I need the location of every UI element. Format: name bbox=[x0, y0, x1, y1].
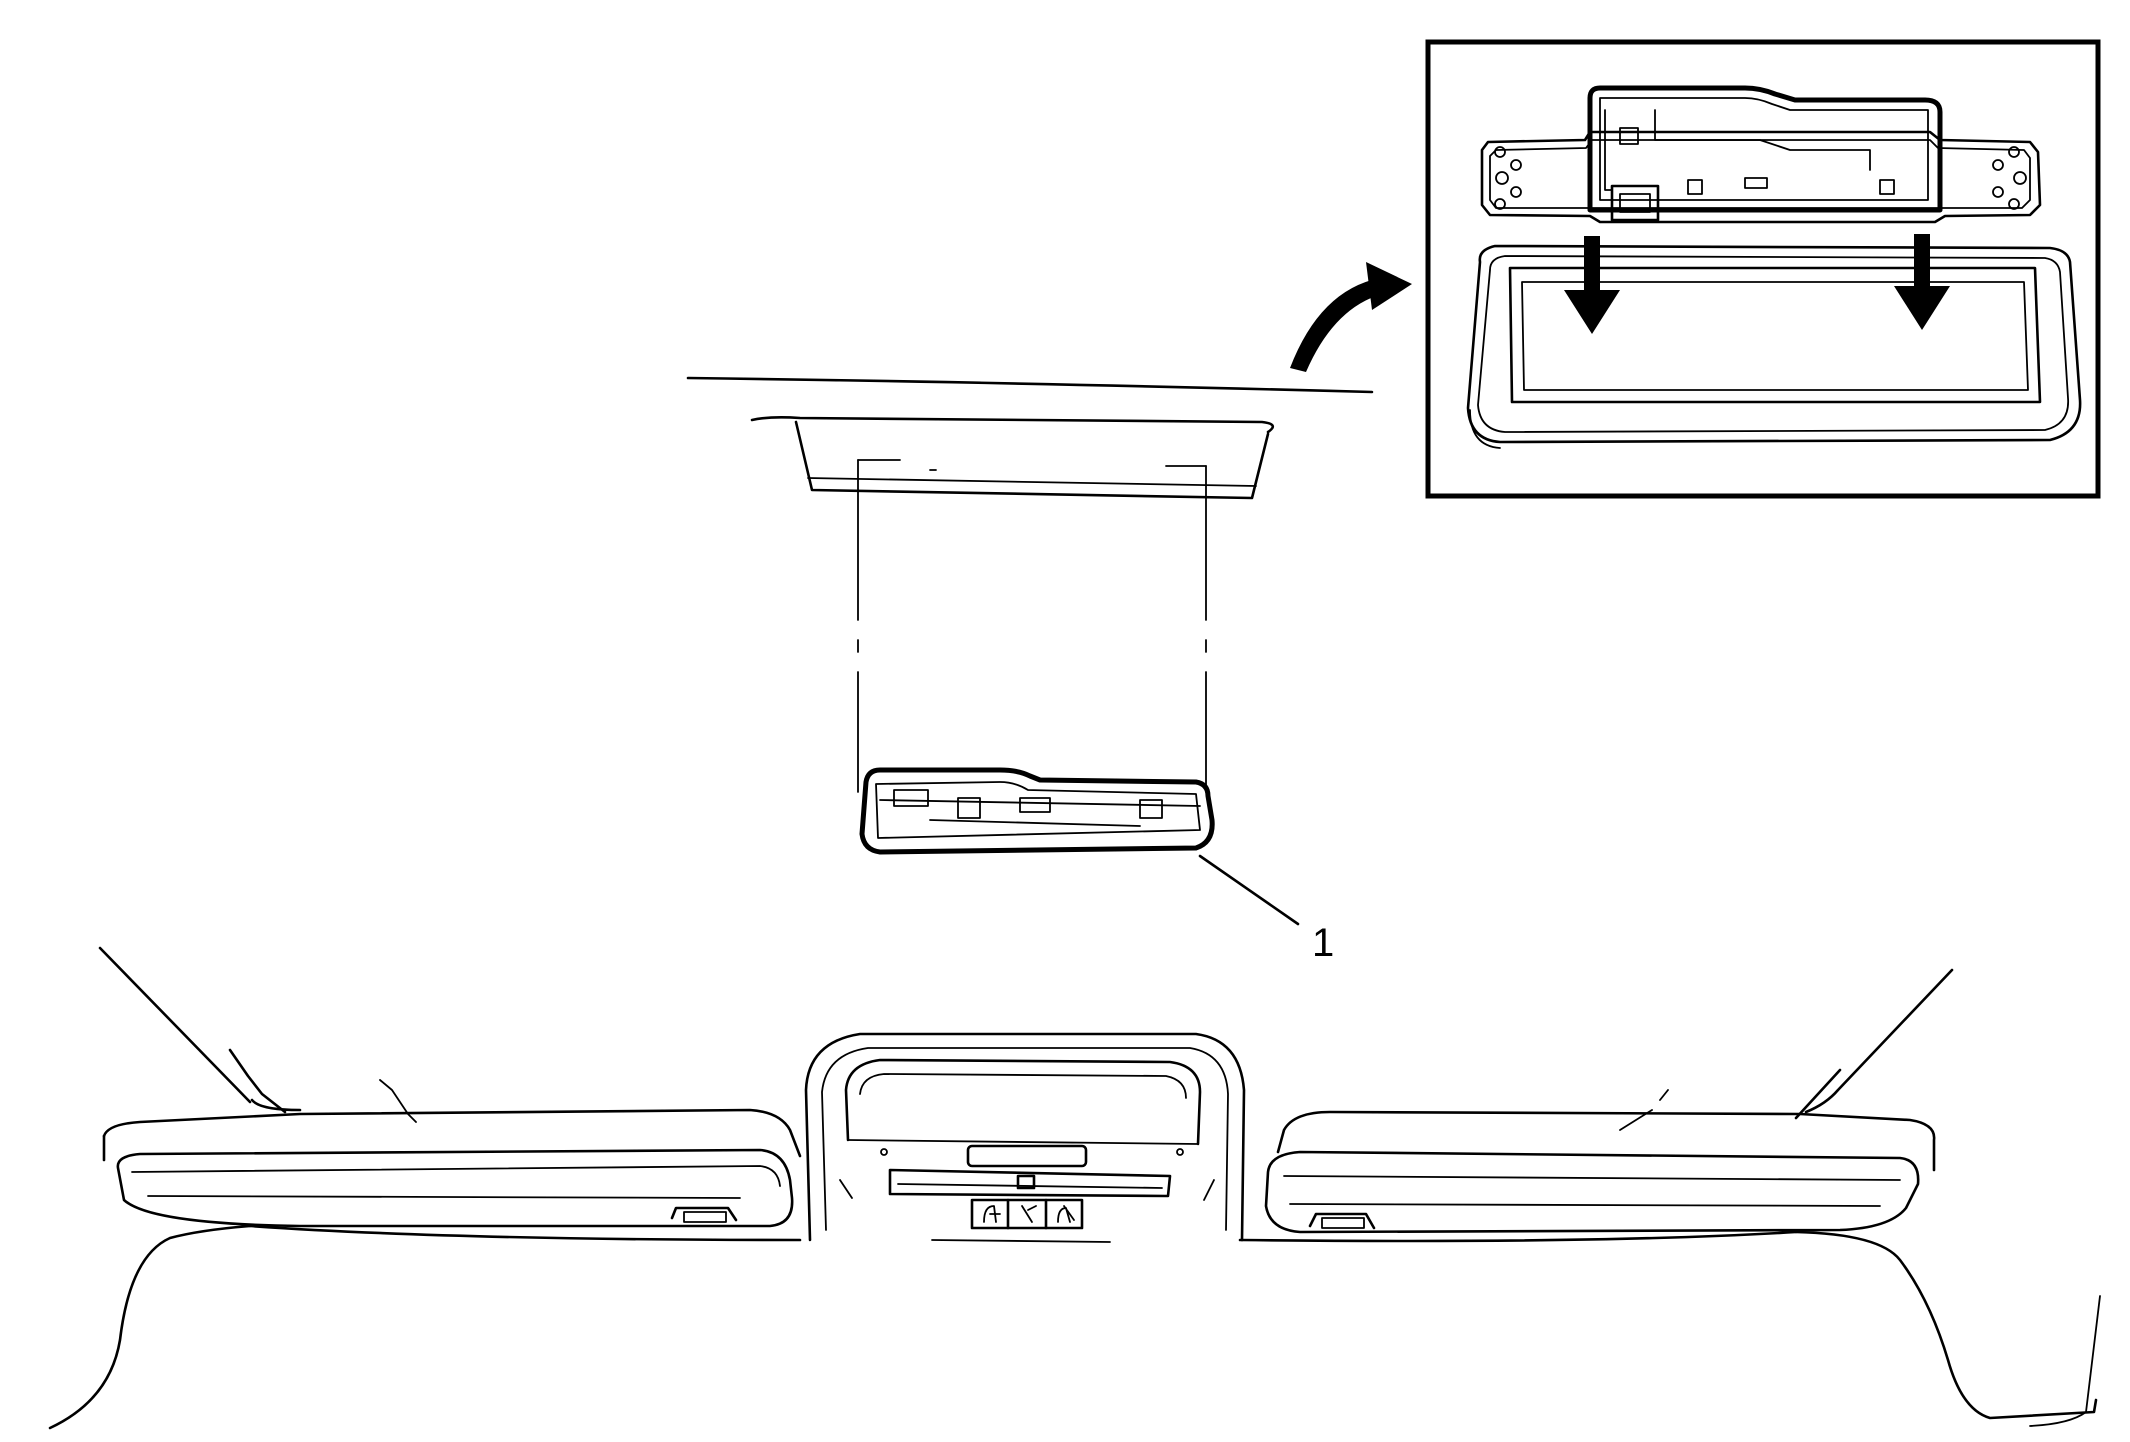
vehicle-interior-view bbox=[48, 946, 2101, 1430]
console-module bbox=[859, 767, 1215, 855]
inset-frame bbox=[1425, 39, 2101, 499]
callout-label: 1 bbox=[1312, 921, 1334, 965]
alignment-guides bbox=[857, 459, 1207, 793]
arrow-curved-icon bbox=[1290, 262, 1412, 372]
inset-detail-view bbox=[1425, 39, 2101, 499]
arrow-down-icon bbox=[1564, 236, 1620, 334]
callout-1: 1 bbox=[1198, 854, 1334, 965]
headliner-section bbox=[686, 376, 1374, 500]
inset-bezel bbox=[1466, 244, 2082, 449]
inset-module bbox=[1480, 85, 2042, 224]
arrow-down-icon bbox=[1894, 234, 1950, 330]
